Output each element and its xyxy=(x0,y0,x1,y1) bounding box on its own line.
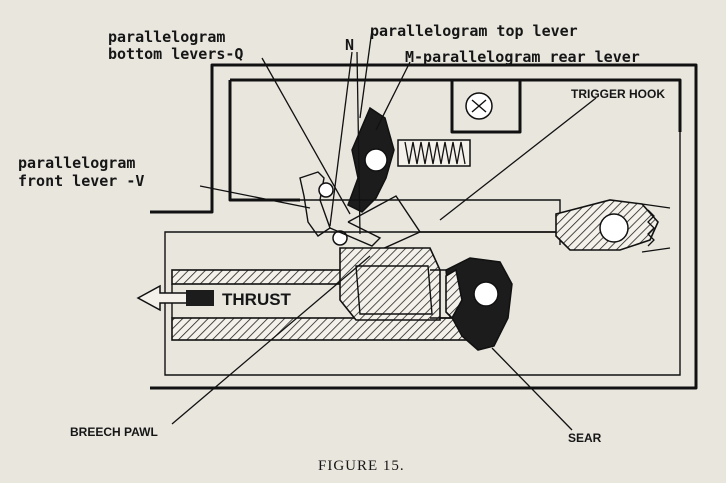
label-front-lever-line1: parallelogram xyxy=(18,154,135,172)
thrust-arrow xyxy=(136,284,214,312)
label-thrust: THRUST xyxy=(222,290,292,309)
label-rear-lever: M-parallelogram rear lever xyxy=(405,48,640,66)
label-front-lever-line2: front lever -V xyxy=(18,172,144,190)
parallelogram-top-lever xyxy=(347,106,395,213)
parallelogram-front-lever xyxy=(299,171,422,251)
sear xyxy=(445,257,513,351)
label-sear: SEAR xyxy=(568,431,602,445)
label-bottom-levers-line2: bottom levers-Q xyxy=(108,45,243,63)
top-bracket xyxy=(450,80,522,134)
figure-caption: FIGURE 15. xyxy=(318,458,405,474)
leader-lines xyxy=(171,29,597,431)
label-n-marker: N xyxy=(345,36,354,54)
trigger-hook-arm xyxy=(555,199,671,253)
label-top-lever: parallelogram top lever xyxy=(370,22,578,40)
breech-block xyxy=(171,247,491,341)
top-spring xyxy=(397,139,471,167)
label-breech-pawl: BREECH PAWL xyxy=(70,425,158,439)
label-trigger-hook: TRIGGER HOOK xyxy=(571,87,665,101)
label-bottom-levers-line1: parallelogram xyxy=(108,28,225,46)
receiver-housing xyxy=(150,63,698,390)
